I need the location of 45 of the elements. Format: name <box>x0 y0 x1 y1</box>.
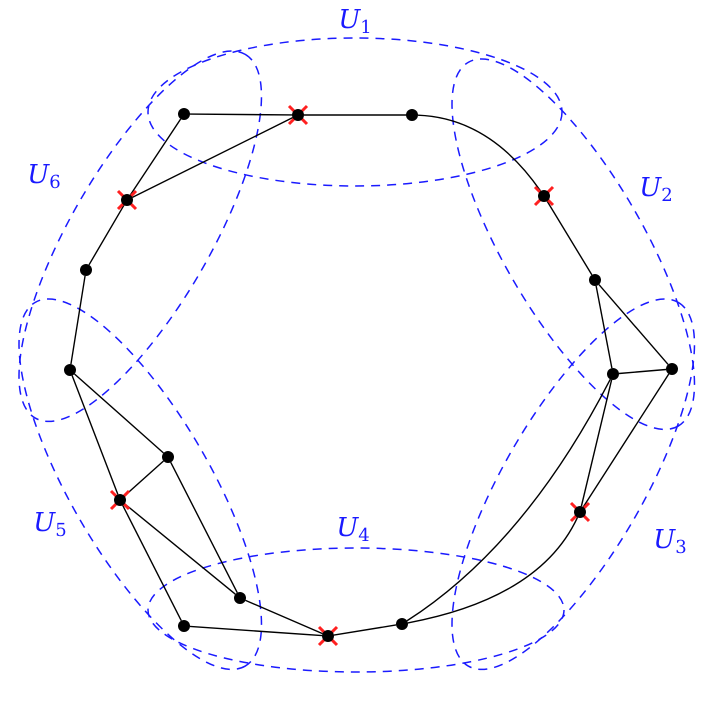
graph-edge <box>418 114 542 192</box>
vertex-dot <box>78 262 93 277</box>
graph-edge <box>595 286 613 368</box>
graph-edge <box>304 114 406 116</box>
vertex-dot <box>233 591 247 605</box>
graph-edge <box>132 117 293 198</box>
vertex-dot <box>665 362 679 376</box>
graph-edge <box>70 276 86 364</box>
graph-edge <box>170 462 238 593</box>
crossed-vertex-dot <box>116 190 137 210</box>
vertex-dot <box>405 108 419 122</box>
set-label: U$_{5}$ <box>33 510 67 540</box>
graph-edge <box>122 505 182 621</box>
graph-edge <box>130 118 182 196</box>
graph-edge <box>582 374 670 508</box>
set-label: U$_{1}$ <box>338 7 372 37</box>
graph-edge <box>334 624 396 636</box>
graph-edge <box>406 379 611 622</box>
vertex-dot <box>177 619 191 633</box>
graph-edge <box>72 375 118 495</box>
crossed-vertex-dot <box>318 626 338 646</box>
vertex-dot <box>395 617 409 631</box>
graph-edge <box>408 517 578 624</box>
graph-edge <box>190 113 292 116</box>
set-label: U$_{4}$ <box>336 515 370 545</box>
crossed-vertex-dot <box>534 186 554 206</box>
graph-edge <box>580 380 612 506</box>
graph-edge <box>190 626 322 636</box>
graph-edge <box>74 373 164 454</box>
crossed-vertex-dot <box>110 490 130 510</box>
vertex-dot <box>63 363 77 377</box>
set-label: U$_{3}$ <box>653 526 687 557</box>
graph-edge <box>245 600 323 634</box>
crossed-vertex-dot <box>570 502 590 522</box>
vertex-dot <box>160 450 175 464</box>
vertex-dot <box>177 107 191 121</box>
graph-edge <box>618 368 666 374</box>
graph-edge <box>546 200 592 276</box>
vertex-dot <box>606 367 620 381</box>
graph-edge <box>598 284 669 365</box>
set-label: U$_{2}$ <box>639 174 673 205</box>
crossed-vertex-dot <box>288 105 308 125</box>
vertex-dot <box>588 272 602 287</box>
set-label: U$_{6}$ <box>27 162 61 192</box>
graph-edge <box>88 204 125 266</box>
